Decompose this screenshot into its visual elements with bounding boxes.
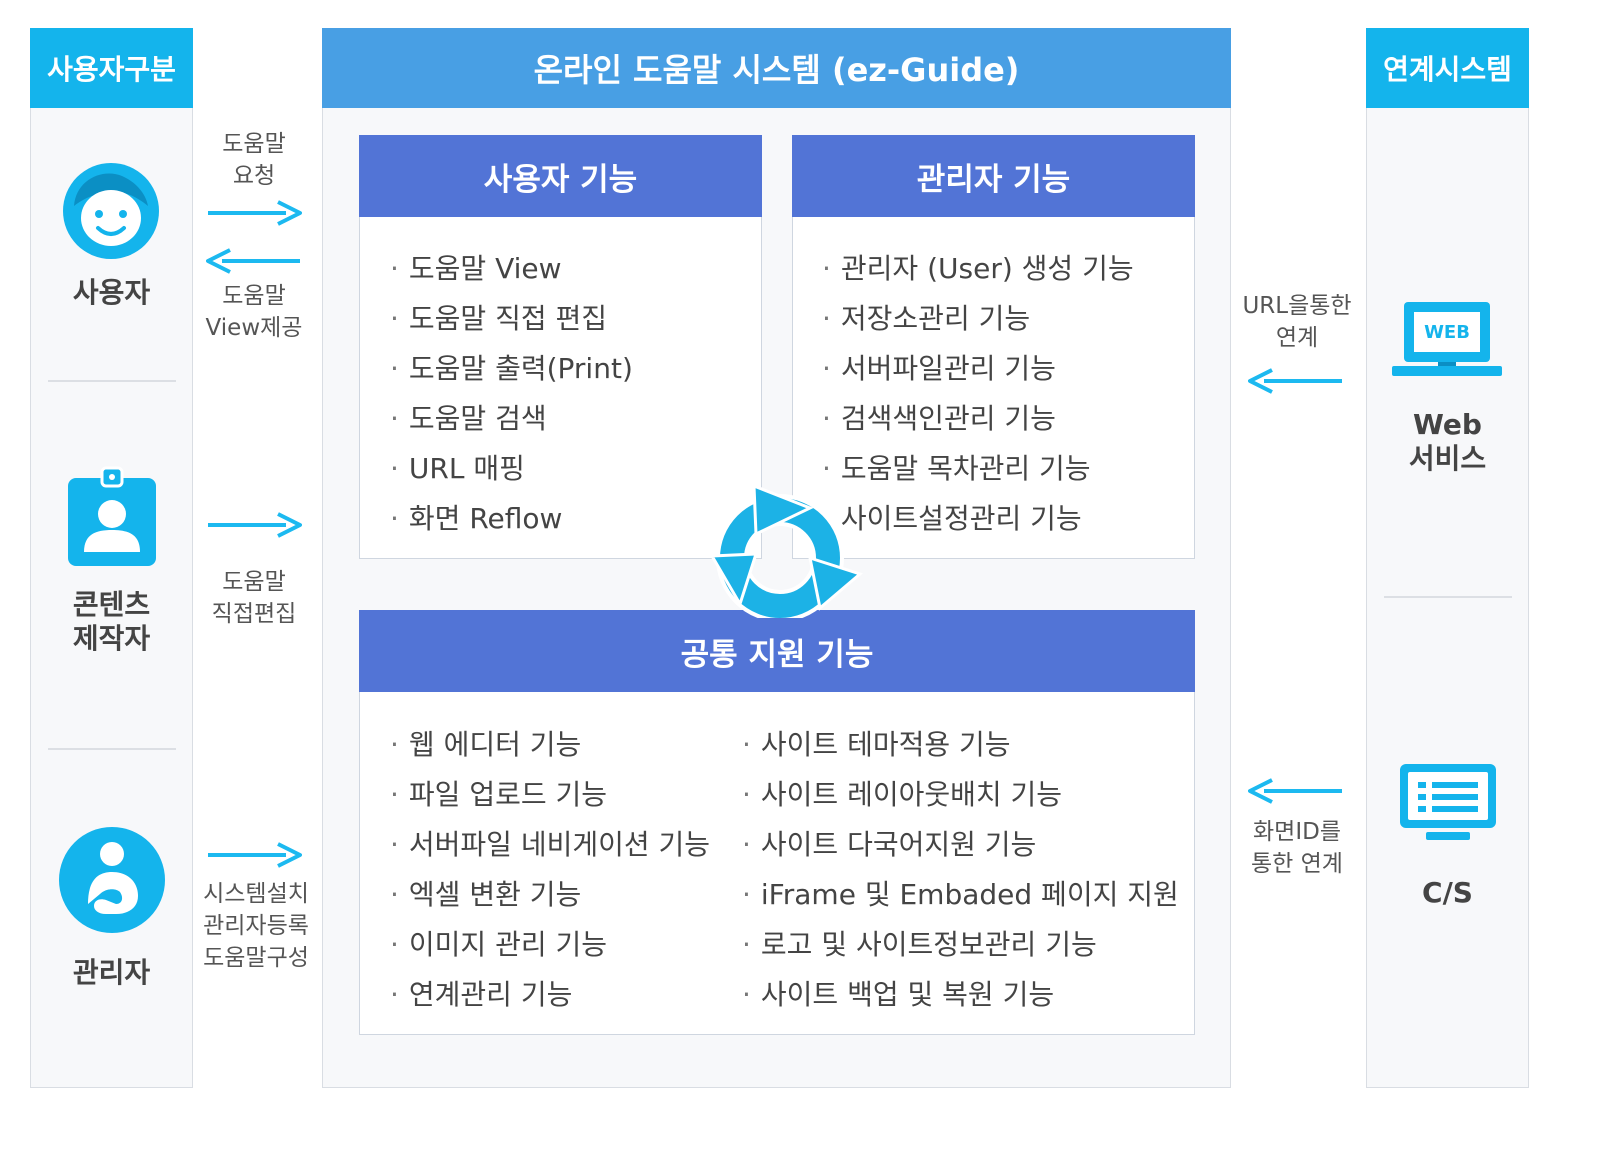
view-provide-label: 도움말 View제공 bbox=[205, 283, 303, 341]
list-item: 연계관리 기능 bbox=[390, 970, 710, 1020]
list-item: 저장소관리 기능 bbox=[822, 294, 1134, 344]
smiley-face-icon bbox=[63, 163, 159, 259]
list-item: 엑셀 변환 기능 bbox=[390, 870, 710, 920]
list-item: 사이트 레이아웃배치 기능 bbox=[742, 770, 1179, 820]
user-functions-list: 도움말 View 도움말 직접 편집 도움말 출력(Print) 도움말 검색 … bbox=[390, 244, 633, 544]
list-item: 서버파일관리 기능 bbox=[822, 344, 1134, 394]
admin-person-icon bbox=[59, 827, 165, 933]
list-item: 웹 에디터 기능 bbox=[390, 720, 710, 770]
laptop-web-icon bbox=[1392, 302, 1502, 376]
list-item: 도움말 목차관리 기능 bbox=[822, 444, 1134, 494]
admin-tasks-label: 시스템설치 관리자등록 도움말구성 bbox=[203, 881, 309, 971]
list-item: 사이트설정관리 기능 bbox=[822, 494, 1134, 544]
monitor-list-icon bbox=[1400, 764, 1496, 840]
list-item: 검색색인관리 기능 bbox=[822, 394, 1134, 444]
list-item: 화면 Reflow bbox=[390, 494, 633, 544]
arrow-left-view bbox=[206, 248, 300, 274]
list-item: 로고 및 사이트정보관리 기능 bbox=[742, 920, 1179, 970]
web-badge-label: WEB bbox=[1424, 322, 1470, 343]
linked-system-header: 연계시스템 bbox=[1366, 28, 1529, 108]
user-functions-title: 사용자 기능 bbox=[359, 135, 762, 217]
arrow-right-request bbox=[208, 200, 302, 226]
user-category-header: 사용자구분 bbox=[30, 28, 193, 108]
left-divider-2 bbox=[48, 748, 176, 750]
screen-id-link-label: 화면ID를 통한 연계 bbox=[1251, 819, 1343, 877]
list-item: 도움말 직접 편집 bbox=[390, 294, 633, 344]
actor-user-label: 사용자 bbox=[72, 276, 151, 309]
common-functions-title: 공통 지원 기능 bbox=[359, 610, 1195, 692]
url-link-label: URL을통한 연계 bbox=[1242, 293, 1352, 351]
actor-admin-label: 관리자 bbox=[72, 956, 151, 989]
id-badge-icon bbox=[68, 466, 156, 566]
right-divider bbox=[1384, 596, 1512, 598]
list-item: 파일 업로드 기능 bbox=[390, 770, 710, 820]
arrow-right-edit bbox=[208, 512, 302, 538]
system-web-label: Web 서비스 bbox=[1408, 408, 1487, 475]
arrow-right-admin bbox=[208, 842, 302, 868]
left-divider-1 bbox=[48, 380, 176, 382]
list-item: 사이트 백업 및 복원 기능 bbox=[742, 970, 1179, 1020]
list-item: iFrame 및 Embaded 페이지 지원 bbox=[742, 870, 1179, 920]
main-system-title: 온라인 도움말 시스템 (ez-Guide) bbox=[322, 28, 1231, 108]
actor-content-creator-label: 콘텐츠 제작자 bbox=[72, 588, 151, 655]
list-item: 도움말 검색 bbox=[390, 394, 633, 444]
arrow-left-url bbox=[1248, 368, 1342, 394]
common-functions-list-2: 사이트 테마적용 기능 사이트 레이아웃배치 기능 사이트 다국어지원 기능 i… bbox=[742, 720, 1179, 1020]
admin-functions-title: 관리자 기능 bbox=[792, 135, 1195, 217]
list-item: 사이트 다국어지원 기능 bbox=[742, 820, 1179, 870]
list-item: 서버파일 네비게이션 기능 bbox=[390, 820, 710, 870]
linked-system-panel bbox=[1366, 28, 1529, 1088]
admin-functions-list: 관리자 (User) 생성 기능 저장소관리 기능 서버파일관리 기능 검색색인… bbox=[822, 244, 1134, 544]
list-item: 도움말 View bbox=[390, 244, 633, 294]
system-cs-label: C/S bbox=[1422, 876, 1473, 909]
help-request-label: 도움말 요청 bbox=[222, 131, 286, 189]
direct-edit-label: 도움말 직접편집 bbox=[211, 569, 297, 627]
common-functions-list-1: 웹 에디터 기능 파일 업로드 기능 서버파일 네비게이션 기능 엑셀 변환 기… bbox=[390, 720, 710, 1020]
list-item: 관리자 (User) 생성 기능 bbox=[822, 244, 1134, 294]
list-item: 사이트 테마적용 기능 bbox=[742, 720, 1179, 770]
list-item: URL 매핑 bbox=[390, 444, 633, 494]
list-item: 도움말 출력(Print) bbox=[390, 344, 633, 394]
arrow-left-screen-id bbox=[1248, 778, 1342, 804]
refresh-cycle-icon bbox=[710, 484, 864, 618]
list-item: 이미지 관리 기능 bbox=[390, 920, 710, 970]
